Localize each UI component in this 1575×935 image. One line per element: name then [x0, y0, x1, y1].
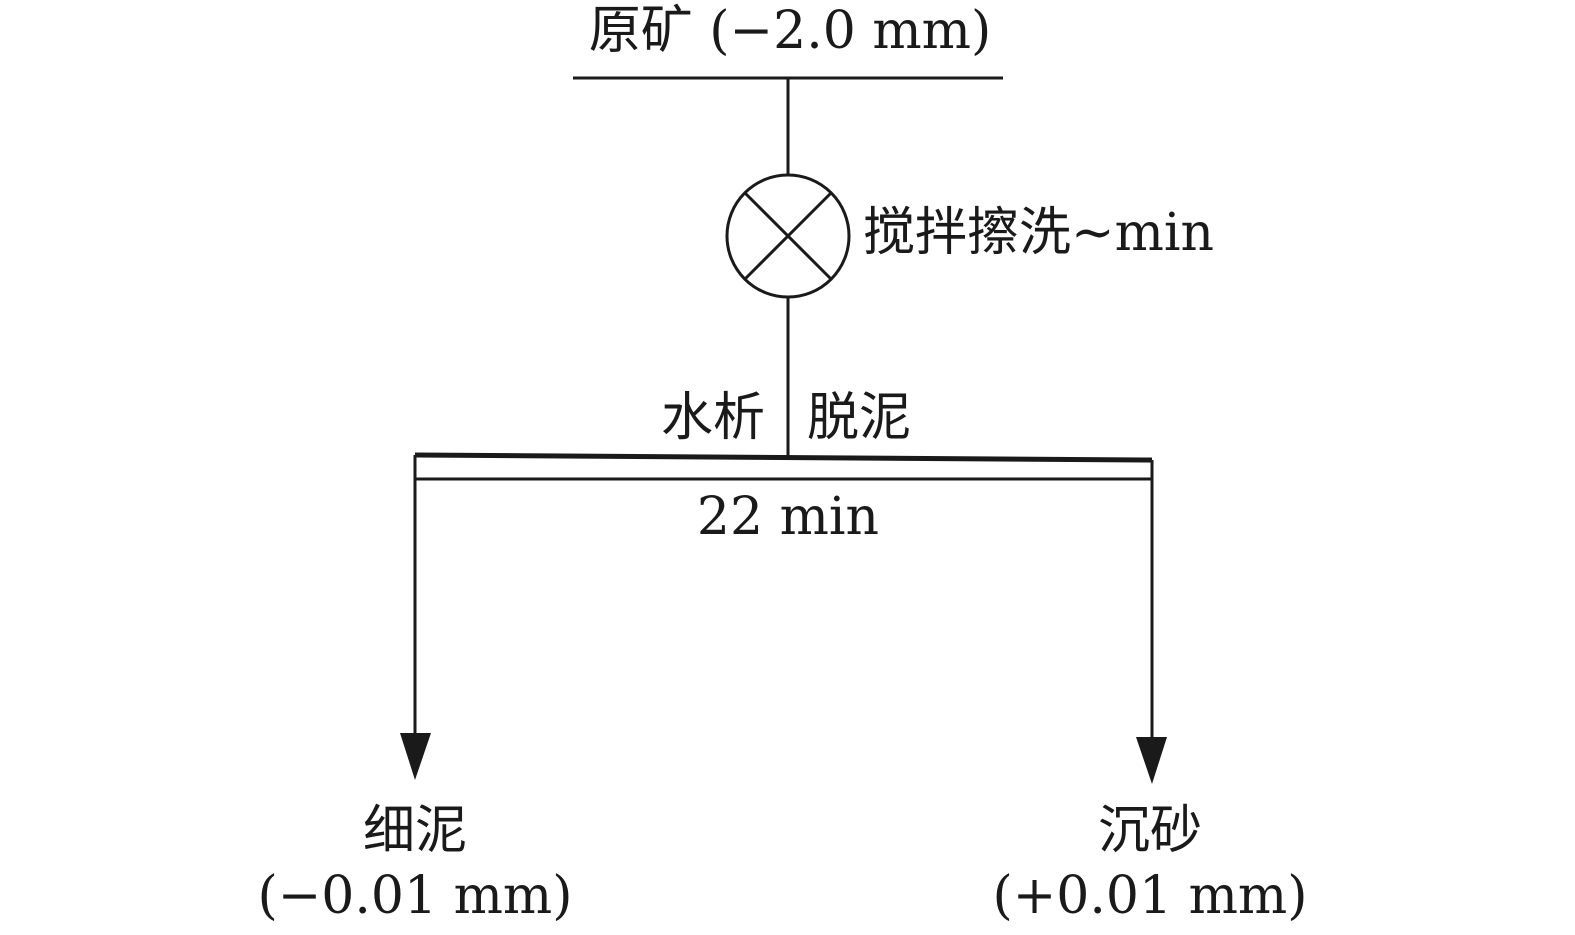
feed-label: 原矿 (−2.0 mm)	[589, 1, 992, 61]
sand-name: 沉砂	[1098, 801, 1202, 861]
scrubber-icon	[725, 173, 851, 299]
sand-arrow	[1136, 479, 1167, 784]
sand-size: (+0.01 mm)	[992, 866, 1307, 926]
settle-time-label: 22 min	[697, 487, 879, 547]
elutriation-right-label: 脱泥	[807, 388, 911, 448]
elutriation-unit	[413, 452, 1154, 481]
elutriation-left-label: 水析	[661, 388, 765, 448]
fine-slime-size: (−0.01 mm)	[257, 866, 572, 926]
scrub-label: 搅拌擦洗~min	[863, 203, 1214, 263]
fine-slime-name: 细泥	[363, 801, 467, 861]
fine-slime-arrow	[400, 479, 431, 780]
